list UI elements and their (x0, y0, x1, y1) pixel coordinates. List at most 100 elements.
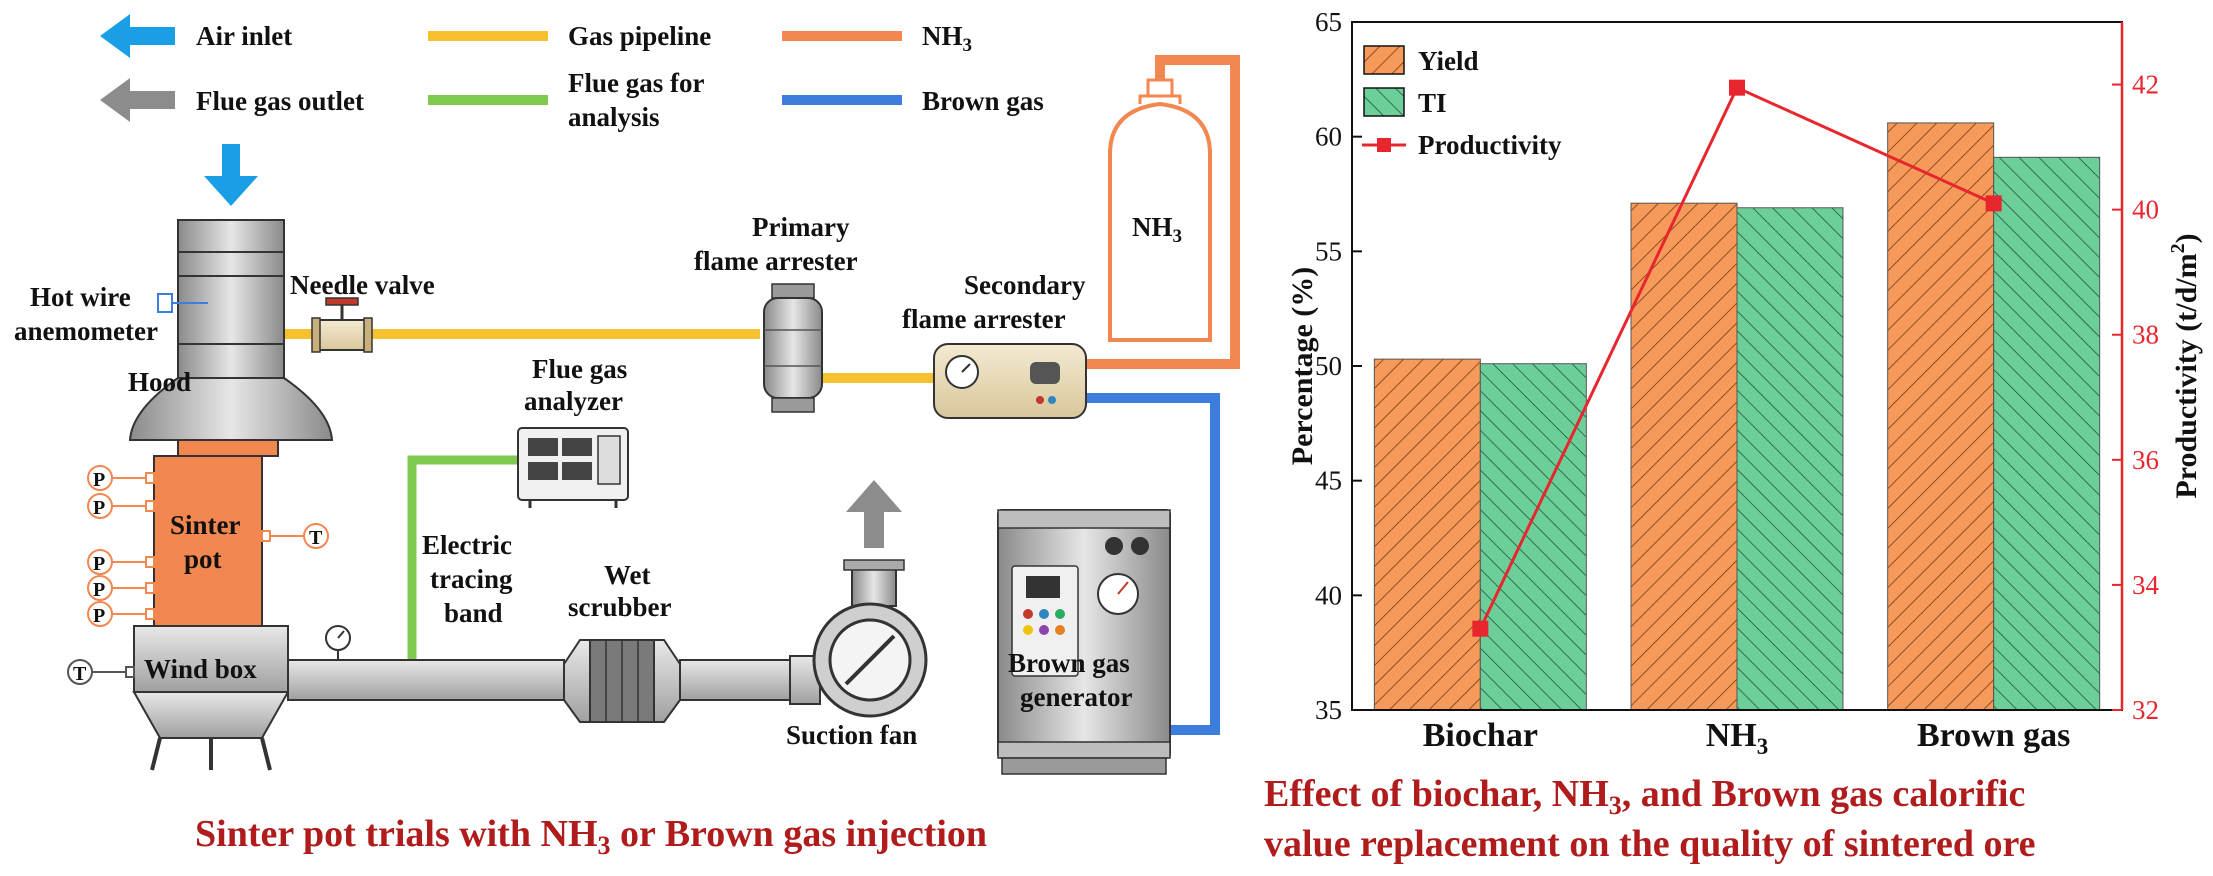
y2-tick-label: 42 (2132, 70, 2159, 100)
pipes (250, 55, 1240, 735)
yield-bar (1887, 122, 1995, 711)
wind-box (132, 625, 290, 771)
label-analyzer: analyzer (524, 386, 623, 416)
y-tick-label: 35 (1315, 695, 1342, 725)
hood (128, 377, 334, 441)
label-sinter: Sinter (170, 510, 241, 540)
legend-productivity-label: Productivity (1418, 130, 1562, 160)
secondary-flame-arrester (933, 343, 1087, 419)
legend-flue-gas-analysis-line2: analysis (568, 102, 660, 132)
legend-yield-label: Yield (1418, 46, 1479, 76)
fan-exhaust-arrow-icon (846, 480, 902, 548)
ti-bar (1479, 363, 1587, 711)
label-nh3-tank: NH3 (1132, 212, 1182, 247)
pressure-sensor-icon: P (87, 549, 155, 575)
svg-text:P: P (93, 579, 105, 601)
y2-tick-label: 40 (2132, 195, 2159, 225)
y-tick-label: 45 (1315, 466, 1342, 496)
suction-fan (789, 559, 928, 718)
flue-gas-analysis-swatch (428, 95, 548, 105)
label-flue-gas: Flue gas (532, 354, 627, 384)
svg-text:P: P (93, 605, 105, 627)
y2-tick-label: 36 (2132, 445, 2159, 475)
pressure-sensor-icon: P (87, 493, 155, 519)
gas-pipeline-swatch (428, 31, 548, 41)
svg-text:P: P (93, 497, 105, 519)
x-category-label: Brown gas (1917, 717, 2070, 754)
pressure-sensor-icon: P (87, 601, 155, 627)
pressure-sensors: P P P P P (87, 465, 155, 627)
y-tick-label: 40 (1315, 580, 1342, 610)
label-primary: Primary (752, 212, 850, 242)
legend: Air inlet Flue gas outlet Gas pipeline F… (100, 14, 1044, 132)
left-caption: Sinter pot trials with NH3 or Brown gas … (195, 813, 987, 860)
label-hot-wire: Hot wire (30, 282, 131, 312)
legend-brown-gas: Brown gas (922, 86, 1044, 116)
pressure-sensor-icon: P (87, 465, 155, 491)
legend-ti-label: TI (1418, 88, 1447, 118)
label-wet: Wet (604, 560, 651, 590)
nh3-swatch (782, 31, 902, 41)
x-category-label: Biochar (1423, 717, 1538, 754)
exhaust-duct (287, 659, 791, 701)
wet-scrubber (563, 639, 681, 723)
primary-flame-arrester (763, 283, 823, 413)
label-suction-fan: Suction fan (786, 720, 917, 750)
nh3-cylinder (1108, 78, 1212, 342)
y2-tick-label: 34 (2132, 570, 2160, 600)
x-category-label: NH3 (1706, 717, 1769, 759)
yield-bar (1373, 358, 1481, 711)
flue-gas-analyzer (517, 427, 629, 508)
productivity-point (1729, 79, 1745, 96)
label-needle-valve: Needle valve (290, 270, 435, 300)
y-tick-label: 65 (1315, 7, 1342, 37)
flue-analysis-line (407, 455, 518, 662)
y2-tick-label: 38 (2132, 320, 2159, 350)
label-flame-arrester-2: flame arrester (902, 304, 1066, 334)
label-scrubber: scrubber (568, 592, 672, 622)
temperature-sensor-icon: T (67, 659, 135, 685)
air-inlet-arrow-icon (100, 14, 175, 58)
nh3-line (1085, 55, 1240, 369)
brown-gas-line (1085, 393, 1220, 735)
stack-air-inlet-arrow-icon (204, 144, 258, 206)
legend-productivity-marker (1377, 138, 1391, 152)
ti-bar (1736, 207, 1844, 711)
temperature-sensor-icon: T (261, 523, 329, 549)
svg-text:T: T (73, 663, 87, 685)
label-brown-gas: Brown gas (1008, 648, 1130, 678)
label-generator: generator (1020, 682, 1132, 712)
label-wind-box: Wind box (144, 654, 257, 684)
productivity-point (1472, 620, 1489, 637)
pressure-gauge-icon (325, 625, 351, 660)
svg-text:P: P (93, 469, 105, 491)
y-axis-title: Percentage (%) (1286, 267, 1319, 466)
label-band: band (444, 598, 503, 628)
hot-wire-anemometer-icon (157, 293, 208, 313)
brown-gas-swatch (782, 95, 902, 105)
y-tick-label: 60 (1315, 122, 1342, 152)
label-flame-arrester-1: flame arrester (694, 246, 858, 276)
y-tick-label: 50 (1315, 351, 1342, 381)
legend-yield-swatch (1363, 45, 1405, 75)
legend-flue-gas-outlet: Flue gas outlet (196, 86, 364, 116)
stack (177, 219, 285, 379)
brown-gas-generator (997, 509, 1171, 775)
legend-ti-swatch (1363, 87, 1405, 117)
label-secondary: Secondary (964, 270, 1086, 300)
legend-gas-pipeline: Gas pipeline (568, 21, 711, 51)
ti-bar (1993, 156, 2101, 711)
legend-air-inlet: Air inlet (196, 21, 292, 51)
needle-valve-icon (311, 297, 373, 353)
y-tick-label: 55 (1315, 236, 1342, 266)
pressure-sensor-icon: P (87, 575, 155, 601)
label-hood: Hood (128, 367, 191, 397)
y2-tick-label: 32 (2132, 695, 2159, 725)
legend-flue-gas-analysis-line1: Flue gas for (568, 68, 704, 98)
right-caption-line1: Effect of biochar, NH3, and Brown gas ca… (1264, 773, 2025, 820)
yield-bar (1630, 202, 1738, 711)
right-caption-line2: value replacement on the quality of sint… (1264, 823, 2036, 865)
y2-axis-title: Productivity (t/d/m2) (2167, 233, 2203, 498)
svg-text:P: P (93, 553, 105, 575)
